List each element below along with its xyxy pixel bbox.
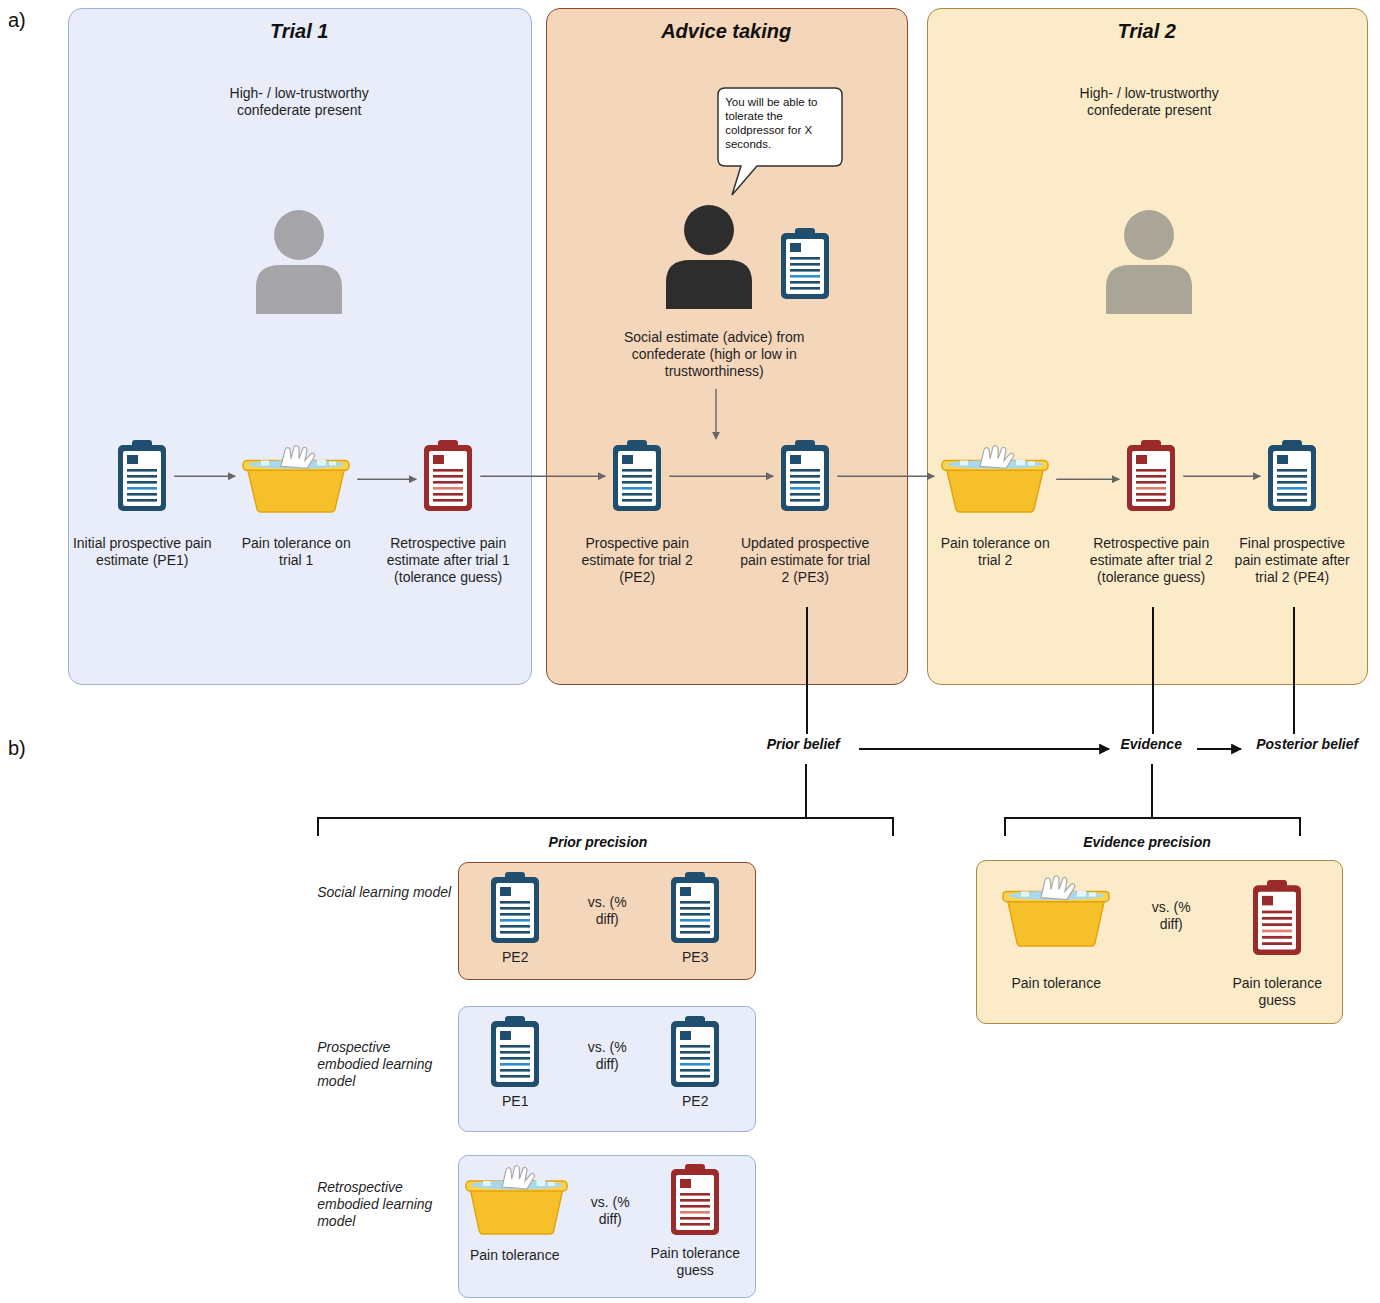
panel-title: Advice taking <box>545 19 907 43</box>
step-item: Initial prospective pain estimate (PE1) <box>74 441 214 576</box>
clipboard-icon <box>779 227 831 301</box>
evidence-box: Pain tolerance vs. (% diff) Pain tolerance… <box>976 860 1343 1024</box>
node-text: Retrospective pain estimate after trial … <box>383 535 513 586</box>
person-icon <box>664 204 754 309</box>
node-text: Retrospective pain estimate after trial … <box>1081 535 1221 586</box>
node-text: Initial prospective pain estimate (PE1) <box>72 535 212 569</box>
step-item: Final prospective pain estimate after tr… <box>1229 441 1359 593</box>
node-text: Prospective embodied learning model <box>317 1039 452 1090</box>
node-text: Pain tolerance on trial 1 <box>236 535 356 569</box>
clipboard-icon <box>779 439 831 513</box>
node-text: Pain tolerance guess <box>1217 975 1337 1009</box>
clipboard-icon <box>669 1163 721 1237</box>
clipboard-icon <box>611 439 663 513</box>
node-text: vs. (% diff) <box>579 1194 641 1228</box>
node-text: PE1 <box>489 1093 541 1110</box>
section-label: Prior precision <box>528 834 668 851</box>
step-item: Retrospective pain estimate after trial … <box>385 441 515 593</box>
coldpressor-icon <box>241 445 351 513</box>
coldpressor-icon <box>464 1165 569 1235</box>
person-icon <box>254 209 344 314</box>
node-text: PE3 <box>669 949 721 966</box>
clipboard-icon <box>489 871 541 945</box>
model-box: Retrospective embodied learning modelPai… <box>458 1155 756 1298</box>
clipboard-icon <box>422 439 474 513</box>
stage-panel: Trial 2 High- / low-trustworthy confedera… <box>927 8 1368 685</box>
node-text: High- / low-trustworthy confederate pres… <box>214 85 384 119</box>
node-text: Posterior belief <box>1243 736 1371 753</box>
connector <box>1197 748 1241 750</box>
node-text: Final prospective pain estimate after tr… <box>1227 535 1357 586</box>
panel-title: Trial 1 <box>67 19 531 43</box>
clipboard-icon <box>489 1015 541 1089</box>
clipboard-icon <box>669 871 721 945</box>
node-text: PE2 <box>669 1093 721 1110</box>
model-box: Prospective embodied learning modelPE1vs… <box>458 1006 756 1132</box>
node-text: Pain tolerance on trial 2 <box>939 535 1051 569</box>
clipboard-icon <box>1125 439 1177 513</box>
node-text: Social learning model <box>317 884 452 901</box>
step-item: Updated prospective pain estimate for tr… <box>712 441 902 593</box>
stage-panel: Trial 1 High- / low-trustworthy confedera… <box>68 8 532 685</box>
node-text: vs. (% diff) <box>576 894 638 928</box>
node-text: Prospective pain estimate for trial 2 (P… <box>572 535 702 586</box>
step-item: Prospective pain estimate for trial 2 (P… <box>574 441 704 593</box>
step-item: Pain tolerance on trial 2 <box>941 441 1053 576</box>
panel-letter: b) <box>8 736 48 760</box>
node-text: High- / low-trustworthy confederate pres… <box>1064 85 1234 119</box>
node-text: Pain tolerance <box>457 1247 572 1264</box>
clipboard-icon <box>1266 439 1318 513</box>
coldpressor-icon <box>1001 875 1111 947</box>
step-item: Retrospective pain estimate after trial … <box>1083 441 1223 593</box>
person-icon <box>1104 209 1194 314</box>
node-text: vs. (% diff) <box>1140 899 1202 933</box>
node-text: Evidence <box>1111 736 1191 753</box>
clipboard-icon <box>1251 879 1303 957</box>
clipboard-icon <box>669 1015 721 1089</box>
stage-panel: Advice takingYou will be able to tolerat… <box>546 8 908 685</box>
node-text: PE2 <box>489 949 541 966</box>
advice-giver: Social estimate (advice) from confederat… <box>591 201 841 387</box>
node-text: Updated prospective pain estimate for tr… <box>735 535 875 586</box>
coldpressor-icon <box>940 445 1050 513</box>
panel-letter: a) <box>8 8 48 32</box>
node-text: You will be able to tolerate the coldpre… <box>725 95 837 151</box>
node-text: Retrospective embodied learning model <box>317 1179 452 1230</box>
node-text: Prior belief <box>753 736 853 753</box>
belief-label: Prior belief <box>755 738 855 760</box>
node-text: vs. (% diff) <box>576 1039 638 1073</box>
node-text: Pain tolerance guess <box>639 1245 751 1279</box>
belief-label: Posterior belief <box>1245 738 1373 760</box>
panel-title: Trial 2 <box>926 19 1367 43</box>
clipboard-icon <box>116 439 168 513</box>
model-box: Social learning modelPE2vs. (% diff)PE3 <box>458 862 756 980</box>
node-text: Pain tolerance <box>996 975 1116 992</box>
step-item: Pain tolerance on trial 1 <box>238 441 358 576</box>
section-label: Evidence precision <box>1077 834 1217 851</box>
connector <box>859 748 1109 750</box>
speech-bubble: You will be able to tolerate the coldpre… <box>719 89 845 169</box>
node-text: Social estimate (advice) from confederat… <box>599 329 829 380</box>
belief-label: Evidence <box>1113 738 1193 760</box>
